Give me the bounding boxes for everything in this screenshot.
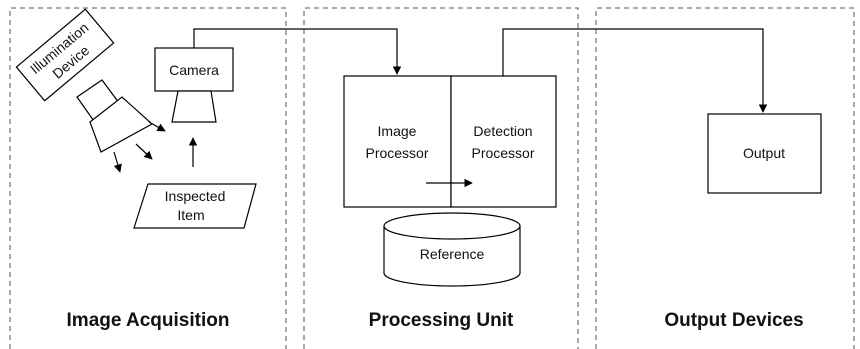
image-processor-box xyxy=(343,75,452,208)
reference-label: Reference xyxy=(420,246,485,262)
detection-processor-box xyxy=(450,75,557,208)
section-frame-acquisition xyxy=(9,7,287,349)
image-processor-label-line2: Processor xyxy=(365,145,428,161)
output-box xyxy=(707,113,822,194)
image-processor-label-line1: Image xyxy=(378,123,417,139)
section-title-processing: Processing Unit xyxy=(369,310,514,331)
image-processor: Image Processor xyxy=(343,75,452,208)
light-ray-arrow xyxy=(135,143,153,160)
reference-database: Reference xyxy=(383,212,521,287)
detection-processor-label-line2: Processor xyxy=(471,145,534,161)
inspected-item: Inspected Item xyxy=(133,183,257,229)
reference-cylinder-top xyxy=(383,212,521,240)
section-title-output: Output Devices xyxy=(664,310,803,331)
inspected-item-label-line1: Inspected xyxy=(165,188,226,204)
inspected-item-shape xyxy=(133,183,257,229)
section-frame-output xyxy=(595,7,855,349)
detection-processor: Detection Processor xyxy=(450,75,557,208)
light-ray-arrow xyxy=(113,151,122,173)
camera-to-image-processor-arrow xyxy=(193,28,402,75)
section-frame-processing xyxy=(303,7,579,349)
detection-to-output-arrow xyxy=(502,28,768,113)
camera-lens xyxy=(171,90,217,123)
reference-cylinder-body xyxy=(383,226,521,287)
detection-processor-label-line1: Detection xyxy=(473,123,532,139)
section-title-acquisition: Image Acquisition xyxy=(67,310,230,331)
light-ray-arrows xyxy=(113,121,166,173)
illumination-device: Illumination Device xyxy=(15,8,154,153)
output-label: Output xyxy=(743,145,785,161)
camera: Camera xyxy=(154,47,234,123)
inspected-item-label-line2: Item xyxy=(177,207,204,223)
output-device: Output xyxy=(707,113,822,194)
light-ray-arrow xyxy=(148,121,166,132)
camera-label: Camera xyxy=(169,62,219,78)
